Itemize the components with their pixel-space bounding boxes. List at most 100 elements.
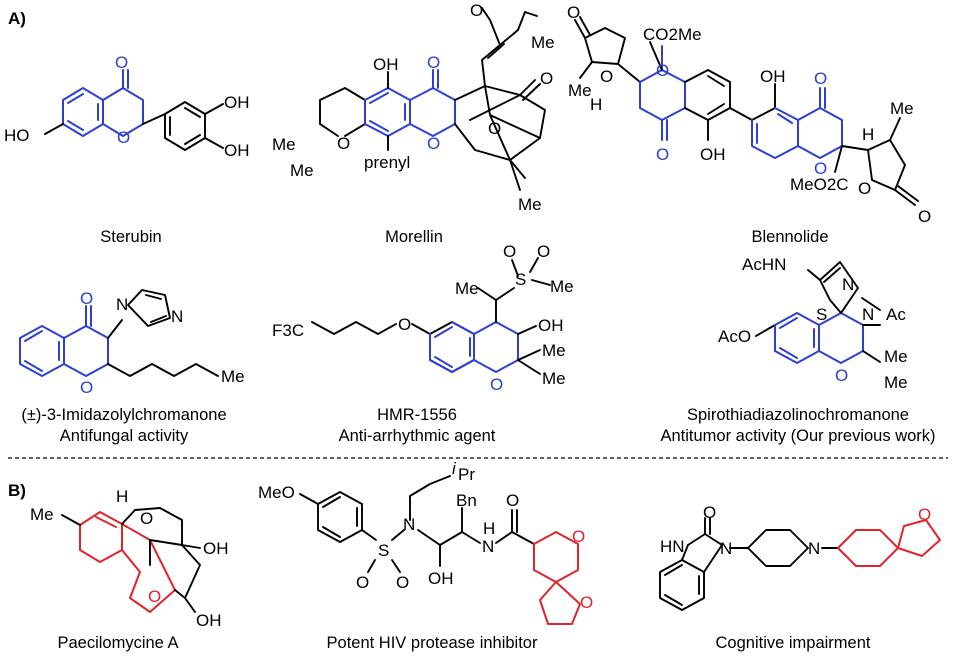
imidazolyl-caption-1: (±)-3-Imidazolylchromanone: [21, 406, 226, 424]
hiv-n-2: N: [482, 537, 494, 556]
morellin-caption: Morellin: [385, 228, 443, 246]
blennolide-oh1: OH: [700, 145, 726, 164]
blennolide-structure: [574, 16, 919, 206]
morellin-o-keto: O: [427, 53, 440, 72]
cog-n-1: N: [720, 539, 732, 558]
imidazolyl-caption-2: Antifungal activity: [60, 427, 189, 445]
imidazolyl-o-ring: O: [80, 378, 93, 397]
hiv-meo: MeO: [258, 483, 295, 502]
cognitive-impairment-structure: [659, 517, 941, 611]
panel-b-label: B): [8, 481, 26, 500]
hmr-caption-1: HMR-1556: [377, 406, 457, 424]
paecilomycine-oh-2: OH: [196, 611, 222, 630]
spiro-caption-1: Spirothiadiazolinochromanone: [687, 406, 909, 424]
hiv-o-ring1: O: [572, 527, 585, 546]
paecilomycine-oh-1: OH: [203, 539, 229, 558]
morellin-o-bridge: O: [540, 69, 553, 88]
hmr-caption-2: Anti-arrhythmic agent: [339, 427, 496, 445]
paecilomycine-a-structure: [61, 507, 201, 613]
blennolide-o-lactone-bot: O: [918, 207, 931, 226]
hmr-f3c: F3C: [272, 321, 304, 340]
hiv-ipr-i: i: [452, 459, 457, 478]
blennolide-me-left: Me: [568, 81, 592, 100]
blennolide-o-ring-bot: O: [858, 179, 871, 198]
hmr-me-1: Me: [455, 279, 479, 298]
hiv-o-ring2: O: [580, 593, 593, 612]
sterubin-structure: [44, 69, 224, 151]
blennolide-o-keto2: O: [814, 69, 827, 88]
imidazolyl-me: Me: [221, 367, 245, 386]
spiro-chromanone-structure: [755, 261, 881, 364]
morellin-o-xanth: O: [427, 134, 440, 153]
imidazolyl-chromanone-structure: [19, 289, 219, 377]
blennolide-o-ring-top: O: [600, 67, 613, 86]
morellin-me-gem-2: Me: [290, 161, 314, 180]
morellin-o-epoxy: O: [488, 119, 501, 138]
hmr-1556-structure: [311, 257, 551, 375]
spiro-me-gem-1: Me: [884, 347, 908, 366]
blennolide-o-lactone-top: O: [567, 3, 580, 22]
sterubin-oh-1: OH: [224, 93, 250, 112]
paecilomycine-me: Me: [30, 505, 54, 524]
imidazolyl-o-keto: O: [80, 289, 93, 308]
spiro-aco: AcO: [718, 327, 751, 346]
morellin-oh: OH: [373, 55, 399, 74]
spiro-n-1: N: [842, 275, 854, 294]
hiv-bn: Bn: [456, 491, 477, 510]
hmr-me-gem-2: Me: [542, 369, 566, 388]
hmr-me-s: Me: [550, 277, 574, 296]
sterubin-o-ring: O: [117, 128, 130, 147]
cog-o-ring: O: [918, 505, 931, 524]
spiro-n-2: N: [862, 305, 874, 324]
paecilomycine-caption: Paecilomycine A: [57, 634, 178, 652]
morellin-me-top: Me: [531, 33, 555, 52]
imidazolyl-n-2: N: [171, 307, 183, 326]
blennolide-h2: H: [862, 125, 874, 144]
blennolide-oh2: OH: [760, 67, 786, 86]
hiv-inhibitor-structure: [299, 475, 581, 625]
cog-n-2: N: [808, 539, 820, 558]
hmr-o-ether: O: [398, 315, 411, 334]
panel-a-label: A): [8, 9, 26, 28]
cog-o-carb: O: [703, 503, 716, 522]
hiv-o-amide: O: [506, 491, 519, 510]
hiv-nh: H: [483, 519, 495, 538]
cog-hn: HN: [660, 537, 685, 556]
blennolide-caption: Blennolide: [751, 228, 828, 246]
spiro-me-gem-2: Me: [884, 373, 908, 392]
spiro-achn: AcHN: [742, 255, 786, 274]
hiv-o-s2: O: [396, 573, 409, 592]
hiv-oh: OH: [428, 569, 454, 588]
blennolide-o-chrom1: O: [656, 61, 669, 80]
spiro-o-ring: O: [835, 366, 848, 385]
sterubin-caption: Sterubin: [100, 228, 161, 246]
blennolide-meo2c: MeO2C: [790, 175, 849, 194]
paecilomycine-o-1: O: [140, 509, 153, 528]
morellin-prenyl: prenyl: [364, 153, 410, 172]
sterubin-oh-2: OH: [224, 141, 250, 160]
paecilomycine-o-2: O: [148, 587, 161, 606]
morellin-cho-o: O: [470, 1, 483, 20]
blennolide-h: H: [590, 95, 602, 114]
blennolide-o-chrom2: O: [814, 159, 827, 178]
blennolide-me-top: Me: [890, 99, 914, 118]
imidazolyl-n-1: N: [116, 295, 128, 314]
sterubin-ho: HO: [4, 126, 30, 145]
hmr-s: S: [515, 270, 526, 289]
blennolide-o-keto1: O: [656, 145, 669, 164]
hiv-caption: Potent HIV protease inhibitor: [327, 634, 538, 652]
spiro-caption-2: Antitumor activity (Our previous work): [660, 427, 935, 445]
hmr-oh: OH: [538, 316, 564, 335]
morellin-o-pyran: O: [337, 134, 350, 153]
morellin-structure: [319, 7, 546, 191]
sterubin-o-top: O: [115, 53, 128, 72]
paecilomycine-h: H: [116, 487, 128, 506]
hmr-o-s2: O: [537, 242, 550, 261]
hiv-n-1: N: [403, 515, 415, 534]
spiro-ac: Ac: [886, 305, 906, 324]
cog-caption: Cognitive impairment: [716, 634, 871, 652]
spiro-s: S: [816, 305, 827, 324]
hmr-me-gem-1: Me: [542, 341, 566, 360]
morellin-me-gem-1: Me: [272, 135, 296, 154]
